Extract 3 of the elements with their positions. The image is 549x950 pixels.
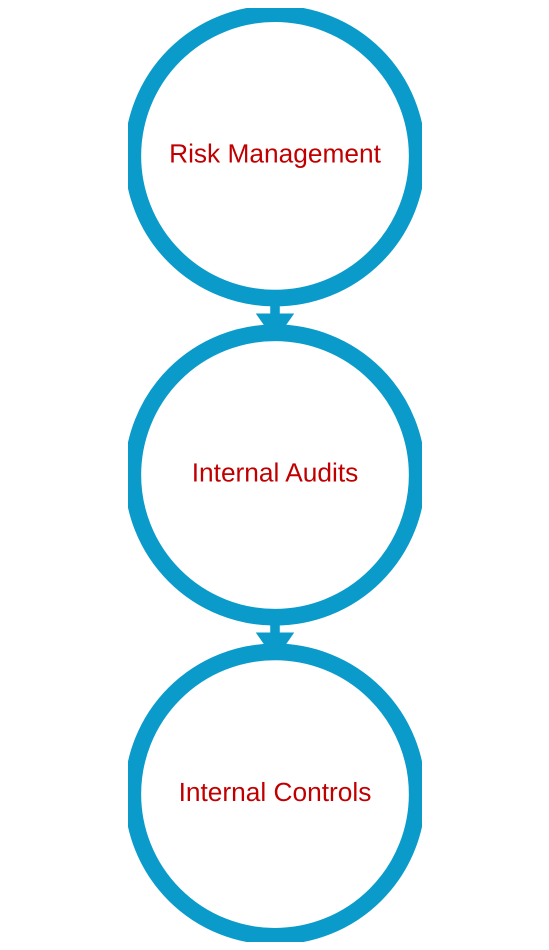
node-circle: Internal Audits — [128, 324, 422, 626]
node-circle: Internal Controls — [128, 644, 422, 942]
node-circle: Risk Management — [128, 8, 422, 306]
